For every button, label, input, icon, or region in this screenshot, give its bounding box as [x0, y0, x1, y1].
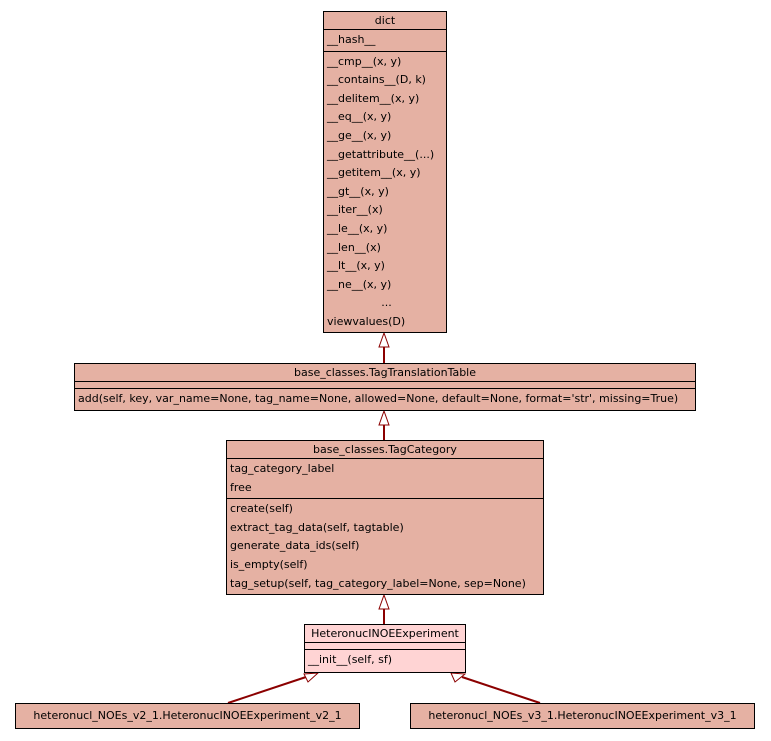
class-subclass-v3[interactable]: heteronucl_NOEs_v3_1.HeteronucINOEExperi…	[410, 703, 755, 729]
edge-v3-to-experiment	[461, 676, 541, 704]
methods-section: add(self, key, var_name=None, tag_name=N…	[75, 389, 695, 410]
attributes-section: __hash__	[324, 30, 446, 52]
arrowhead-v2	[303, 672, 320, 683]
method: __len__(x)	[327, 240, 381, 254]
arrowhead-translation	[378, 409, 390, 426]
attributes-section	[75, 382, 695, 389]
class-title: HeteronucINOEExperiment	[305, 625, 465, 643]
class-title: heteronucl_NOEs_v3_1.HeteronucINOEExperi…	[428, 709, 737, 722]
attribute: __hash__	[327, 33, 376, 46]
method: tag_setup(self, tag_category_label=None,…	[230, 576, 526, 590]
methods-section: __cmp__(x, y) __contains__(D, k) __delit…	[324, 52, 446, 333]
class-title: dict	[324, 12, 446, 30]
class-title: heteronucl_NOEs_v2_1.HeteronucINOEExperi…	[33, 709, 342, 722]
methods-section: create(self) extract_tag_data(self, tagt…	[227, 499, 543, 594]
method: __getitem__(x, y)	[327, 166, 421, 180]
arrowhead-v3	[450, 672, 467, 683]
method: add(self, key, var_name=None, tag_name=N…	[78, 392, 679, 405]
attributes-section: tag_category_label free	[227, 459, 543, 500]
attribute: free	[230, 480, 252, 494]
class-title: base_classes.TagCategory	[227, 441, 543, 459]
method: __le__(x, y)	[327, 221, 388, 235]
ellipsis: ...	[381, 296, 392, 310]
method: __cmp__(x, y)	[327, 54, 402, 68]
class-title: base_classes.TagTranslationTable	[75, 364, 695, 382]
class-tag-translation-table[interactable]: base_classes.TagTranslationTable add(sel…	[74, 363, 696, 411]
class-dict[interactable]: dict __hash__ __cmp__(x, y) __contains__…	[323, 11, 447, 333]
attribute: tag_category_label	[230, 462, 335, 475]
method: __ge__(x, y)	[327, 128, 392, 142]
method: __eq__(x, y)	[327, 110, 392, 124]
method: __getattribute__(...)	[327, 147, 435, 161]
method: __lt__(x, y)	[327, 259, 385, 273]
attributes-section	[305, 643, 465, 650]
arrowhead-dict	[378, 331, 390, 348]
class-tag-category[interactable]: base_classes.TagCategory tag_category_la…	[226, 440, 544, 595]
method: generate_data_ids(self)	[230, 539, 360, 553]
method: create(self)	[230, 502, 293, 516]
method: __gt__(x, y)	[327, 184, 389, 198]
method: is_empty(self)	[230, 557, 308, 571]
method: __contains__(D, k)	[327, 73, 426, 87]
edge-v2-to-experiment	[227, 676, 307, 704]
method: __delitem__(x, y)	[327, 91, 420, 105]
arrowhead-category	[378, 593, 390, 610]
class-heteronucl-noe-experiment[interactable]: HeteronucINOEExperiment __init__(self, s…	[304, 624, 466, 673]
methods-section: __init__(self, sf)	[305, 650, 465, 671]
method: __iter__(x)	[327, 203, 383, 217]
class-subclass-v2[interactable]: heteronucl_NOEs_v2_1.HeteronucINOEExperi…	[15, 703, 360, 729]
method: __init__(self, sf)	[308, 653, 393, 666]
method: __ne__(x, y)	[327, 277, 392, 291]
method: extract_tag_data(self, tagtable)	[230, 520, 404, 534]
method: viewvalues(D)	[327, 314, 406, 328]
